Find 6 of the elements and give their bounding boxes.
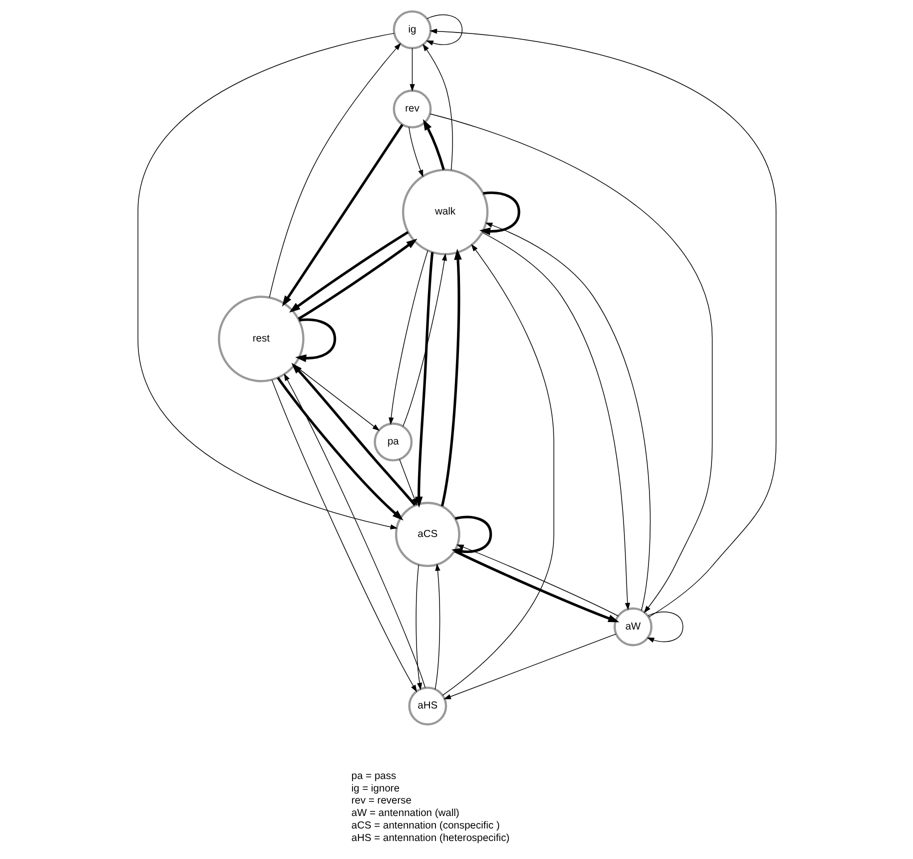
label: rev = reverse	[350, 796, 411, 807]
label: ig = ignore	[350, 783, 400, 794]
label: aW = antennation (wall)	[350, 808, 459, 820]
label: aHS = antennation (heterospecific)	[350, 833, 510, 844]
label: pa = pass	[350, 770, 396, 782]
label: aCS = antennation (conspecific )	[350, 820, 500, 832]
